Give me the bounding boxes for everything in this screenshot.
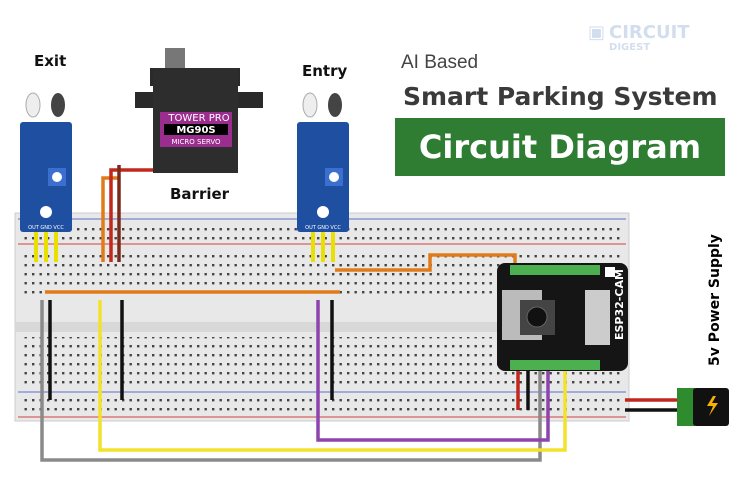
power-jack — [677, 388, 729, 426]
entry-sensor-pins: OUT GND VCC — [305, 225, 341, 231]
ir-sensor-entry — [297, 92, 349, 262]
power-supply-label: 5v Power Supply — [707, 234, 723, 366]
wires — [40, 165, 682, 462]
title-banner: Circuit Diagram — [395, 118, 725, 176]
servo-motor — [135, 48, 263, 173]
exit-sensor-pins: OUT GND VCC — [28, 225, 64, 231]
esp32-cam-board — [497, 263, 628, 371]
exit-label: Exit — [34, 52, 67, 70]
servo-wire-orange — [101, 176, 120, 262]
esp32-label: ESP32-CAM — [613, 269, 626, 340]
wire-purple — [316, 300, 550, 442]
lightning-icon — [707, 396, 718, 416]
servo-brand: TOWER PRO — [167, 113, 229, 124]
servo-wire-red — [109, 168, 155, 262]
ir-sensor-exit — [20, 92, 72, 262]
logo-line1: CIRCUIT — [609, 22, 690, 43]
wire-yellow — [98, 300, 567, 452]
entry-label: Entry — [302, 62, 348, 80]
barrier-label: Barrier — [170, 185, 230, 203]
wire-gnd-black — [48, 300, 334, 400]
page-title: Smart Parking System — [403, 82, 718, 111]
chip-icon: ▣ — [588, 22, 606, 43]
wire-signal-orange — [335, 253, 517, 272]
wire-grey — [40, 300, 542, 462]
servo-type: MICRO SERVO — [171, 138, 221, 146]
servo-model: MG90S — [176, 125, 215, 136]
logo-line2: DIGEST — [609, 42, 651, 53]
subtitle: AI Based — [401, 52, 479, 73]
